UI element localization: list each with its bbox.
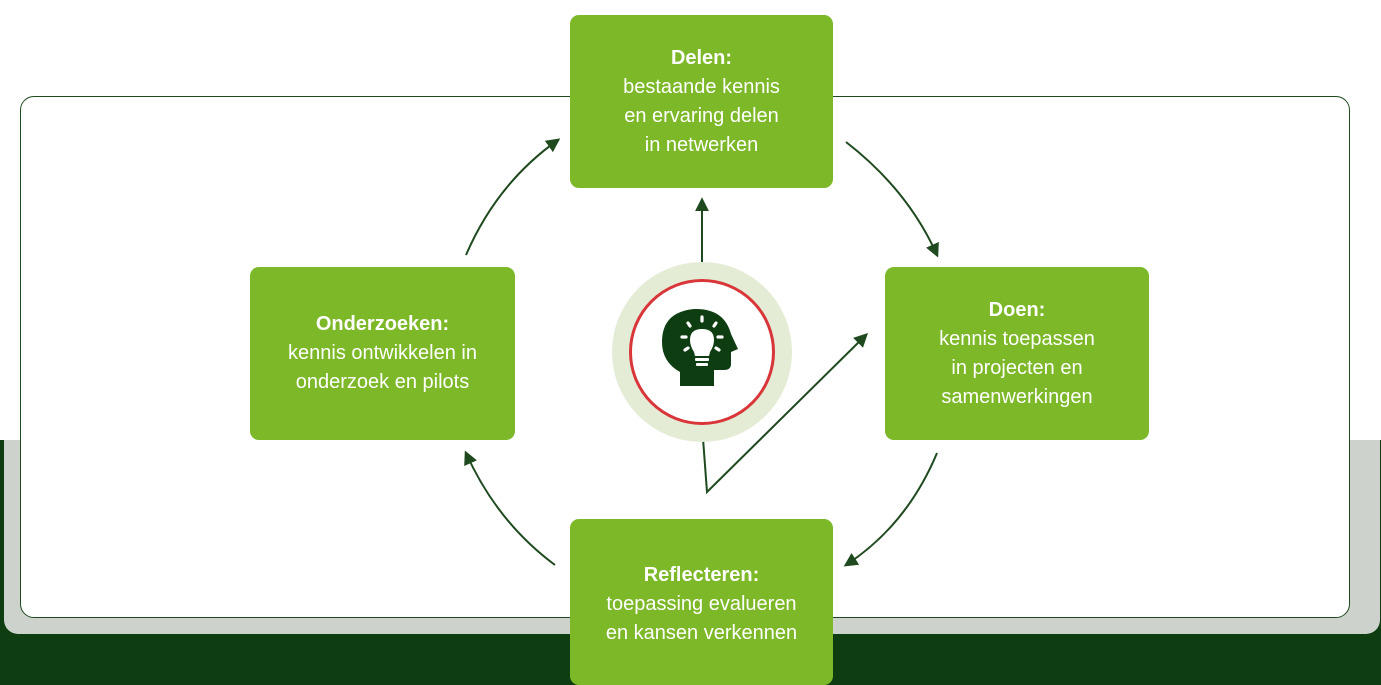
- step-delen-line-3: in netwerken: [644, 133, 759, 156]
- step-doen: Doen: kennis toepassen in projecten en s…: [885, 267, 1149, 440]
- step-onderzoeken-title: Onderzoeken:: [315, 313, 450, 335]
- step-delen-title: Delen:: [670, 46, 733, 69]
- step-doen-line-3: samenwerkingen: [941, 385, 1093, 408]
- step-doen-line-1: kennis toepassen: [939, 327, 1095, 350]
- arrow-center-via-reflect-to-doen: [701, 333, 868, 495]
- center-ring: [629, 279, 775, 425]
- step-doen-line-2: in projecten en: [951, 356, 1083, 379]
- head-with-lightbulb-icon: [662, 308, 738, 386]
- step-reflecteren-line-1: toepassing evalueren: [606, 593, 797, 615]
- arrow-reflecteren-to-onderzoeken: [464, 450, 556, 566]
- step-onderzoeken: Onderzoeken: kennis ontwikkelen in onder…: [250, 267, 515, 440]
- step-reflecteren: Reflecteren: toepassing evalueren en kan…: [570, 519, 833, 685]
- arrow-onderzoeken-to-delen: [465, 138, 561, 256]
- step-delen: Delen: bestaande kennis en ervaring dele…: [570, 15, 833, 188]
- step-onderzoeken-line-1: kennis ontwikkelen in: [288, 342, 477, 364]
- step-delen-line-1: bestaande kennis: [623, 75, 780, 98]
- arrow-delen-to-doen: [845, 141, 939, 258]
- step-delen-line-2: en ervaring delen: [624, 104, 779, 127]
- step-reflecteren-title: Reflecteren:: [643, 564, 760, 586]
- center-badge: [612, 262, 792, 442]
- arrow-doen-to-reflecteren: [843, 452, 938, 567]
- step-reflecteren-line-2: en kansen verkennen: [605, 622, 798, 644]
- step-onderzoeken-line-2: onderzoek en pilots: [295, 371, 470, 393]
- step-doen-title: Doen:: [988, 298, 1046, 321]
